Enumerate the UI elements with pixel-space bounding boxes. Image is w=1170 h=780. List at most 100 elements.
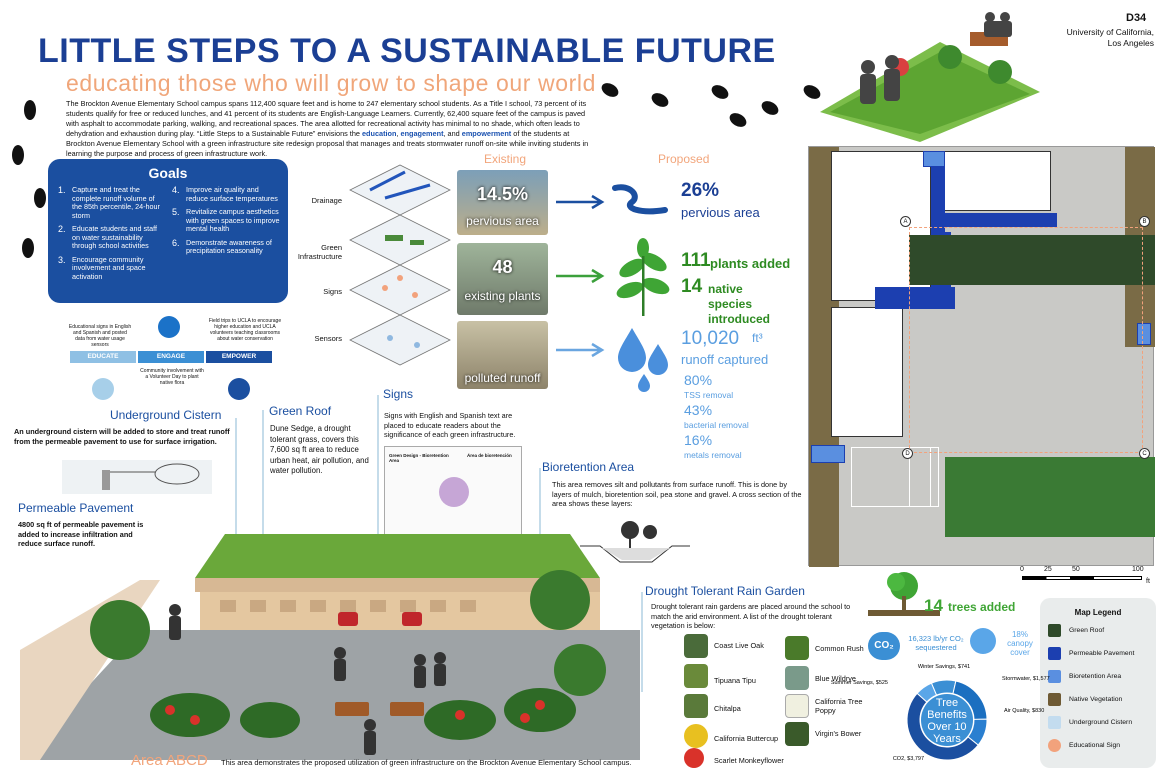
lightbulb-icon bbox=[92, 378, 114, 400]
donut-center-title: Tree Benefits Over 10 Years bbox=[927, 697, 967, 745]
sign-english-title: Green Design - Bioretention Area bbox=[389, 453, 449, 463]
isometric-schoolyard-illustration bbox=[820, 12, 1040, 142]
goal-number: 2. bbox=[58, 224, 66, 234]
goal-number: 1. bbox=[58, 185, 66, 195]
permeable-pavement bbox=[945, 213, 1057, 227]
educate-engage-empower-diagram: Educational signs in English and Spanish… bbox=[58, 316, 288, 400]
existing-plants-photo: 48 existing plants bbox=[457, 243, 548, 315]
existing-plants-label: existing plants bbox=[464, 289, 541, 303]
plant-name: Virgin's Bower bbox=[815, 729, 862, 738]
intro-engagement: engagement bbox=[400, 129, 444, 138]
donut-center bbox=[921, 694, 973, 746]
layer-label-drainage: Drainage bbox=[311, 196, 342, 205]
rain-garden-text: Drought tolerant rain gardens are placed… bbox=[651, 602, 851, 630]
plant-photo bbox=[684, 748, 704, 768]
metals-label: metals removal bbox=[684, 450, 742, 460]
permeable-pavement-swatch bbox=[1048, 647, 1061, 660]
scale-bar: 0 25 50 100 ft bbox=[1020, 566, 1150, 585]
green-roof-title: Green Roof bbox=[269, 404, 332, 418]
canopy-cover: 18% canopy cover bbox=[1007, 630, 1033, 657]
proposed-pervious-label: pervious area bbox=[681, 205, 760, 220]
goals-column-right: 4. Improve air quality and reduce surface… bbox=[172, 185, 280, 261]
cistern-diagram bbox=[62, 460, 212, 494]
goal-text: Demonstrate awareness of precipitation s… bbox=[186, 237, 272, 255]
map-legend: Map Legend Green Roof Permeable Pavement… bbox=[1040, 598, 1156, 768]
plant-name: Tipuana Tipu bbox=[714, 676, 756, 685]
water-drops-icon bbox=[618, 328, 668, 392]
plant-photo bbox=[785, 636, 809, 660]
sign-spanish-title: Área de bioretención bbox=[467, 453, 512, 458]
permeable-pavement bbox=[931, 153, 945, 253]
site-plan-map: A B C D bbox=[808, 146, 1155, 567]
goal-text: Capture and treat the complete runoff vo… bbox=[72, 185, 160, 220]
goal-number: 4. bbox=[172, 185, 180, 195]
callout-line bbox=[539, 468, 541, 588]
scale-label: 25 bbox=[1044, 566, 1052, 573]
legend-item: Bioretention Area bbox=[1048, 670, 1121, 683]
native-vegetation-swatch bbox=[1048, 693, 1061, 706]
empower-bar: EMPOWER bbox=[206, 351, 272, 363]
runoff-label: runoff captured bbox=[681, 352, 769, 367]
plants-added-label: plants added bbox=[710, 256, 791, 271]
canopy-icon bbox=[970, 628, 996, 654]
goal-text: Improve air quality and reduce surface t… bbox=[186, 185, 278, 203]
donut-slice-label: Summer Savings, $525 bbox=[831, 680, 888, 686]
donut-slice-label: Stormwater, $1,577 bbox=[1002, 676, 1050, 682]
existing-pervious-label: pervious area bbox=[466, 214, 539, 228]
board-id: D34 bbox=[1126, 12, 1147, 24]
goal-item: 3.Encourage community involvement and sp… bbox=[58, 255, 166, 282]
goal-text: Educate students and staff on water sust… bbox=[72, 224, 157, 250]
bioretention-text: This area removes silt and pollutants fr… bbox=[552, 480, 802, 508]
plant-name: California Tree Poppy bbox=[815, 697, 863, 715]
building bbox=[831, 307, 903, 437]
goal-text: Revitalize campus aesthetics with green … bbox=[186, 207, 280, 233]
layer-label-green-infrastructure: Green Infrastructure bbox=[297, 243, 342, 261]
native-species-value: 14 bbox=[681, 276, 703, 297]
intro-paragraph: The Brockton Avenue Elementary School ca… bbox=[66, 99, 596, 159]
plant-photo bbox=[785, 666, 809, 690]
area-abcd-boundary bbox=[909, 227, 1143, 453]
rain-garden-title: Drought Tolerant Rain Garden bbox=[645, 584, 805, 598]
goal-item: 6. Demonstrate awareness of precipitation… bbox=[172, 237, 280, 256]
bioretention-area bbox=[1137, 323, 1151, 345]
engage-bar: ENGAGE bbox=[138, 351, 204, 363]
sign-illustration bbox=[439, 477, 469, 507]
goal-number: 6. bbox=[172, 237, 180, 248]
gear-icon bbox=[158, 316, 180, 338]
plant-photo bbox=[684, 724, 708, 748]
polluted-runoff-label: polluted runoff bbox=[464, 371, 541, 385]
co2-cloud-icon: CO₂ bbox=[868, 632, 900, 660]
goals-column-left: 1. Capture and treat the complete runoff … bbox=[58, 185, 166, 286]
goal-number: 5. bbox=[172, 207, 180, 217]
legend-item: Permeable Pavement bbox=[1048, 647, 1134, 660]
plant-icon bbox=[616, 238, 670, 316]
legend-label: Native Vegetation bbox=[1069, 696, 1123, 703]
callout-line bbox=[377, 395, 379, 595]
legend-item: Native Vegetation bbox=[1048, 693, 1122, 706]
bioretention-area bbox=[923, 151, 945, 167]
legend-label: Green Roof bbox=[1069, 627, 1105, 634]
plant-name: Coast Live Oak bbox=[714, 641, 764, 650]
educate-bar: EDUCATE bbox=[70, 351, 136, 363]
map-point-a: A bbox=[900, 216, 911, 227]
intro-text-a: The Brockton Avenue Elementary School ca… bbox=[66, 99, 587, 138]
building bbox=[931, 151, 1051, 211]
goals-panel: Goals 1.Capture and treat the complete r… bbox=[48, 159, 288, 303]
plants-added-value: 111 bbox=[681, 250, 711, 271]
legend-label: Educational Sign bbox=[1069, 742, 1121, 749]
signs-text: Signs with English and Spanish text are … bbox=[384, 411, 516, 439]
plant-photo bbox=[684, 634, 708, 658]
donut-slice-label: Air Quality, $830 bbox=[1004, 708, 1044, 714]
legend-item: Underground Cistern bbox=[1048, 716, 1132, 729]
plant-name: Scarlet Monkeyflower bbox=[714, 756, 784, 765]
donut-slice-label: CO2, $3,797 bbox=[893, 756, 924, 762]
donut-slice bbox=[916, 682, 938, 703]
pavement-text: 4800 sq ft of permeable pavement is adde… bbox=[18, 520, 144, 548]
intro-sep2: , and bbox=[443, 129, 462, 138]
legend-label: Bioretention Area bbox=[1069, 673, 1122, 680]
page-subtitle: educating those who will grow to shape o… bbox=[66, 70, 596, 96]
donut-slice bbox=[906, 692, 979, 761]
polluted-runoff-photo: polluted runoff bbox=[457, 321, 548, 389]
